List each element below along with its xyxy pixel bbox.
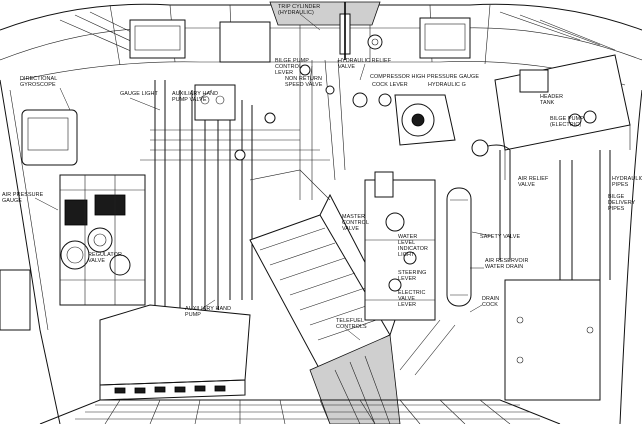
left-cabinet (0, 109, 78, 331)
ceiling-boxes (129, 1, 471, 63)
engine-block (249, 193, 401, 425)
header-tank (494, 54, 631, 180)
compressor-plate (352, 92, 456, 146)
auxiliary-hand-pump-box (99, 304, 251, 401)
label-bilge-pump-electric: BILGE PUMP(ELECTRIC) (550, 116, 584, 128)
right-wall (471, 139, 611, 401)
pump-box-vents (114, 385, 226, 394)
air-reservoir (446, 187, 472, 307)
label-trip-cylinder: TRIP CYLINDER(HYDRAULIC) (278, 4, 320, 16)
label-gauge-light: GAUGE LIGHT (120, 91, 159, 97)
master-control-panel (364, 171, 436, 321)
label-hydraulic-gauge: HYDRAULIC G (428, 82, 466, 88)
floor-plate (39, 399, 561, 425)
left-instrument-column (59, 174, 146, 306)
label-cock-lever: COCK LEVER (372, 82, 408, 88)
label-compressor-gauge: COMPRESSOR HIGH PRESSURE GAUGE (370, 74, 479, 80)
pipe-bundle (140, 80, 330, 330)
label-safety-valve: SAFETY VALVE (480, 234, 520, 240)
misc-fittings (249, 2, 456, 376)
